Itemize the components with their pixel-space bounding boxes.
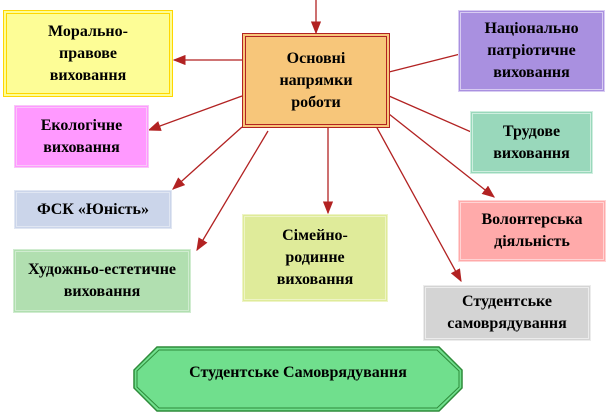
- center-box: Основні напрямки роботи: [242, 33, 390, 128]
- labour-box: Трудове виховання: [470, 111, 593, 174]
- arrow-fsk: [172, 126, 243, 190]
- arrow-student: [375, 125, 462, 283]
- national-box: Національно патріотичне виховання: [458, 10, 605, 92]
- eco-box: Екологічне виховання: [14, 105, 149, 168]
- volunteer-box: Волонтерська діяльність: [458, 200, 606, 262]
- arrow-volunteer: [388, 113, 496, 198]
- footer-label: Студентське Самоврядування: [189, 364, 407, 381]
- moral-box: Морально- правове виховання: [3, 10, 173, 97]
- art-box: Художньо-естетичне виховання: [13, 249, 191, 313]
- student-box: Студентське самоврядування: [423, 285, 591, 341]
- arrow-eco: [147, 95, 243, 131]
- fsk-box: ФСК «Юність»: [14, 190, 172, 229]
- footer-octagon: [133, 346, 463, 412]
- arrow-art: [196, 130, 269, 252]
- family-box: Сімейно- родинне виховання: [242, 214, 388, 302]
